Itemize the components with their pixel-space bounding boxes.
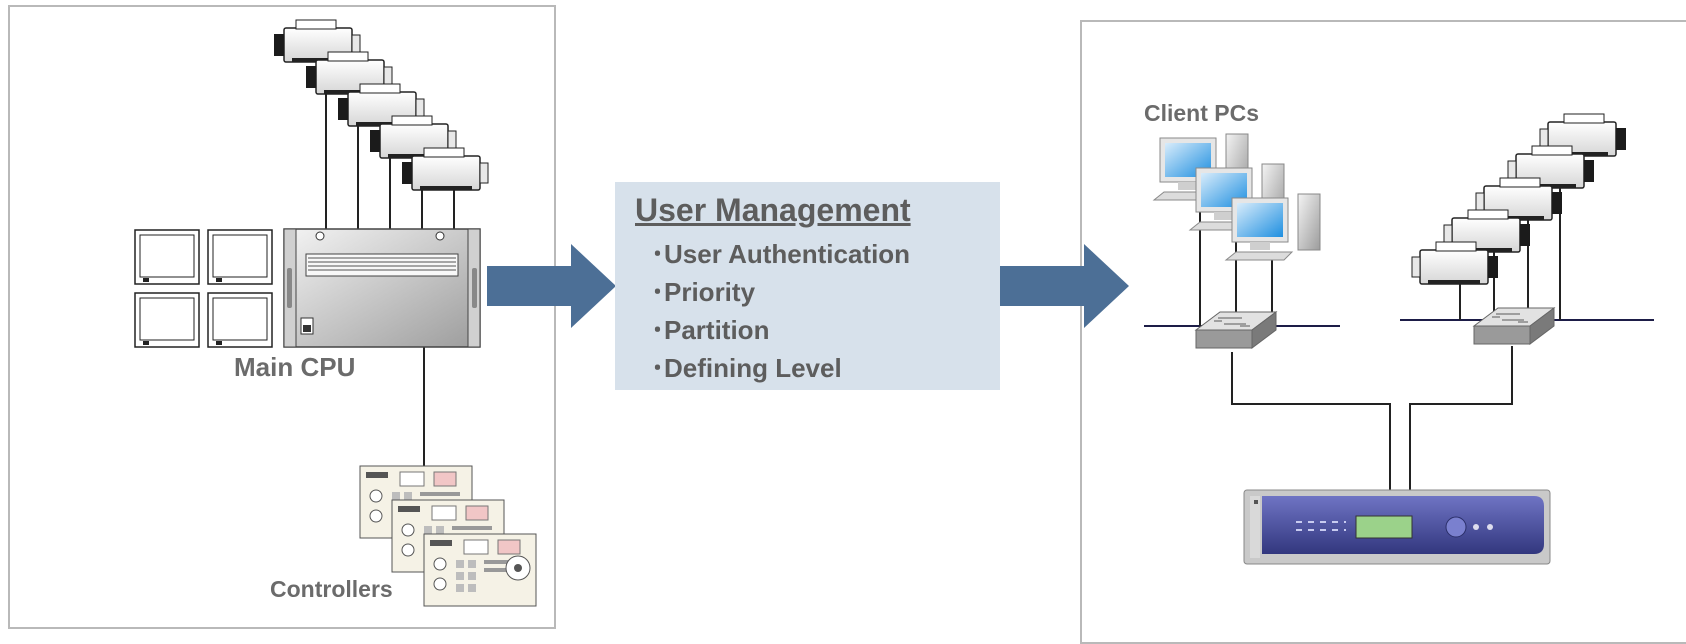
user-management-box: User Management ･User Authentication ･Pr… <box>615 182 1000 390</box>
system-diagram <box>134 19 1654 607</box>
client-pcs <box>1153 133 1321 261</box>
feature-item: ･Partition <box>651 315 770 345</box>
controllers-stack <box>359 465 537 607</box>
flow-arrow-left <box>487 244 616 328</box>
network-switch-left <box>1195 311 1277 349</box>
feature-item: ･User Authentication <box>651 239 911 269</box>
client-pcs-label: Client PCs <box>1144 100 1260 126</box>
network-recorder <box>1243 489 1551 565</box>
network-switch-right <box>1473 307 1555 345</box>
camera-stack-right <box>1411 113 1627 285</box>
camera-stack-left <box>273 19 489 191</box>
controllers-label: Controllers <box>270 576 393 602</box>
main-cpu-unit <box>283 228 481 348</box>
monitor-wall <box>134 229 273 348</box>
user-management-title: User Management <box>635 192 911 228</box>
feature-item: ･Priority <box>651 277 756 307</box>
flow-arrow-right <box>1000 244 1129 328</box>
main-cpu-label: Main CPU <box>234 352 356 382</box>
feature-item: ･Defining Level <box>651 353 842 383</box>
